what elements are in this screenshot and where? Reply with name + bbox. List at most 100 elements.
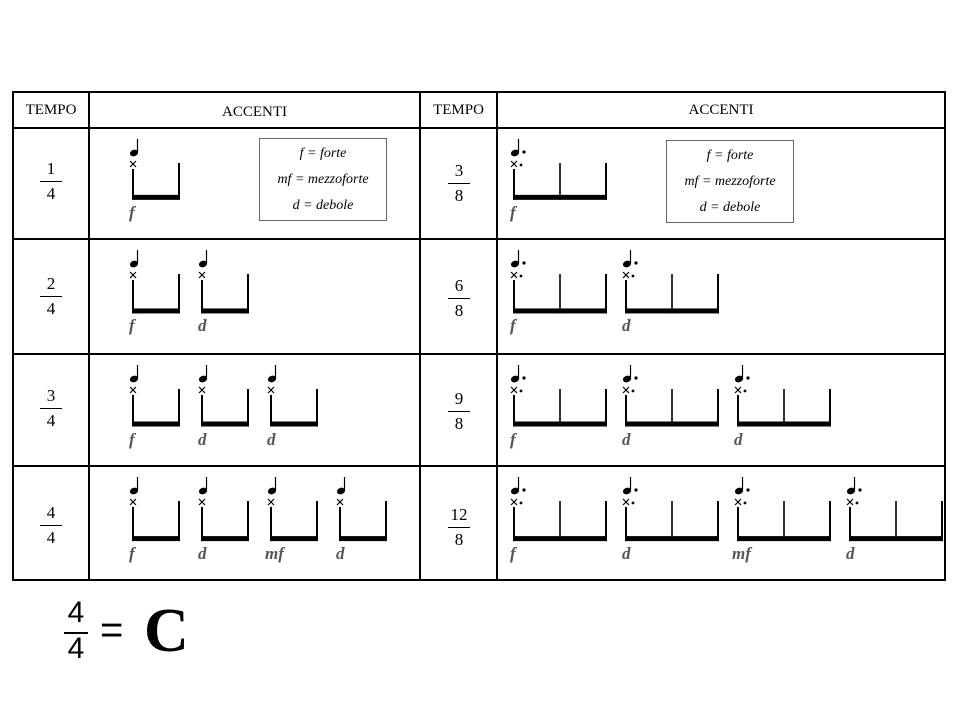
row-divider bbox=[14, 465, 944, 467]
time-signature-2-4: 2 4 bbox=[31, 274, 71, 319]
x-mark-icon bbox=[734, 386, 742, 394]
dotted-quarter-note-icon bbox=[510, 487, 520, 495]
quarter-note-icon bbox=[129, 375, 139, 383]
sig-denominator: 4 bbox=[46, 411, 56, 430]
x-mark-icon bbox=[622, 271, 630, 279]
sig-denominator: 8 bbox=[454, 301, 464, 320]
sig-fraction-bar bbox=[40, 181, 62, 182]
legend-forte: f = forte bbox=[299, 146, 347, 161]
sig-numerator: 12 bbox=[450, 505, 468, 524]
beat-base bbox=[738, 421, 830, 427]
tempo-header-left: TEMPO bbox=[25, 102, 77, 118]
dynamics-legend-right: f = forte mf = mezzoforte d = debole bbox=[666, 140, 794, 223]
accent-label: f bbox=[510, 316, 516, 336]
time-signature-3-4: 3 4 bbox=[31, 386, 71, 431]
quarter-note-icon bbox=[336, 487, 346, 495]
column-divider bbox=[419, 93, 421, 579]
sig-fraction-bar bbox=[448, 527, 470, 528]
footer-denominator: 4 bbox=[67, 632, 85, 665]
x-mark-icon bbox=[510, 386, 518, 394]
sig-denominator: 8 bbox=[454, 186, 464, 205]
dotted-quarter-note-icon bbox=[622, 260, 632, 268]
legend-mezzoforte: mf = mezzoforte bbox=[277, 172, 369, 187]
x-mark-icon bbox=[510, 498, 518, 506]
common-time-equivalence: 4 4 = C bbox=[60, 596, 200, 676]
dotted-quarter-note-icon bbox=[510, 260, 520, 268]
beat-base bbox=[626, 421, 718, 427]
dotted-quarter-note-icon bbox=[622, 487, 632, 495]
accent-label: d bbox=[622, 316, 631, 336]
accent-label: f bbox=[129, 316, 135, 336]
sig-denominator: 4 bbox=[46, 184, 56, 203]
x-mark-icon bbox=[510, 160, 518, 168]
accent-label: f bbox=[510, 202, 516, 222]
x-mark-icon bbox=[129, 160, 137, 168]
x-mark-icon bbox=[267, 386, 275, 394]
dynamics-legend-left: f = forte mf = mezzoforte d = debole bbox=[259, 138, 387, 221]
accenti-header-right: ACCENTI bbox=[688, 102, 754, 118]
beat-base bbox=[202, 536, 248, 542]
beat-base bbox=[340, 536, 386, 542]
x-mark-icon bbox=[622, 386, 630, 394]
accent-label: d bbox=[622, 429, 631, 449]
x-mark-dot bbox=[743, 501, 747, 505]
time-signature-3-8: 3 8 bbox=[439, 161, 479, 206]
sig-fraction-bar bbox=[448, 298, 470, 299]
x-mark-icon bbox=[622, 498, 630, 506]
dotted-quarter-note-icon bbox=[510, 375, 520, 383]
beat-base bbox=[738, 536, 830, 542]
legend-mezzoforte: mf = mezzoforte bbox=[684, 174, 776, 189]
quarter-note-icon bbox=[129, 487, 139, 495]
accenti-header-left: ACCENTI bbox=[222, 104, 287, 120]
column-divider bbox=[88, 93, 90, 579]
x-mark-icon bbox=[129, 498, 137, 506]
sig-numerator: 3 bbox=[46, 386, 56, 405]
x-mark-icon bbox=[198, 271, 206, 279]
accent-label: d bbox=[198, 429, 207, 449]
time-signature-4-4: 4 4 bbox=[31, 503, 71, 548]
beat-base bbox=[133, 536, 179, 542]
row-divider bbox=[14, 238, 944, 240]
time-signature-table: TEMPO ACCENTI TEMPO ACCENTI 1 4 2 4 3 4 … bbox=[12, 91, 946, 581]
legend-debole: d = debole bbox=[292, 198, 354, 213]
sig-fraction-bar bbox=[40, 296, 62, 297]
quarter-note-icon bbox=[129, 149, 139, 157]
row-divider bbox=[14, 127, 944, 129]
beat-diagrams bbox=[129, 139, 943, 542]
accent-label: d bbox=[734, 429, 743, 449]
x-mark-dot bbox=[519, 163, 523, 167]
note-dot bbox=[634, 261, 638, 265]
footer-fraction-bar bbox=[64, 632, 88, 634]
quarter-note-icon bbox=[267, 375, 277, 383]
x-mark-dot bbox=[631, 501, 635, 505]
note-dot bbox=[634, 376, 638, 380]
tempo-header-right: TEMPO bbox=[433, 102, 484, 118]
beat-base bbox=[202, 421, 248, 427]
beat-base bbox=[271, 421, 317, 427]
sig-denominator: 4 bbox=[46, 528, 56, 547]
note-dot bbox=[522, 488, 526, 492]
dotted-quarter-note-icon bbox=[846, 487, 856, 495]
dotted-quarter-note-icon bbox=[510, 149, 520, 157]
accent-label: mf bbox=[265, 544, 284, 564]
x-mark-dot bbox=[519, 274, 523, 278]
footer-equals: = bbox=[100, 608, 124, 652]
sig-denominator: 8 bbox=[454, 530, 464, 549]
time-signature-12-8: 12 8 bbox=[439, 505, 479, 550]
accent-label: d bbox=[846, 544, 855, 564]
sig-fraction-bar bbox=[40, 525, 62, 526]
footer-numerator: 4 bbox=[67, 596, 85, 629]
x-mark-dot bbox=[631, 389, 635, 393]
accent-label: f bbox=[129, 544, 135, 564]
x-mark-icon bbox=[129, 386, 137, 394]
sig-numerator: 3 bbox=[454, 161, 464, 180]
beat-base bbox=[514, 421, 606, 427]
beat-base bbox=[133, 194, 179, 200]
quarter-note-icon bbox=[198, 375, 208, 383]
beat-base bbox=[514, 536, 606, 542]
quarter-note-icon bbox=[198, 260, 208, 268]
quarter-note-icon bbox=[267, 487, 277, 495]
legend-forte: f = forte bbox=[706, 148, 754, 163]
accent-label: mf bbox=[732, 544, 751, 564]
x-mark-icon bbox=[734, 498, 742, 506]
